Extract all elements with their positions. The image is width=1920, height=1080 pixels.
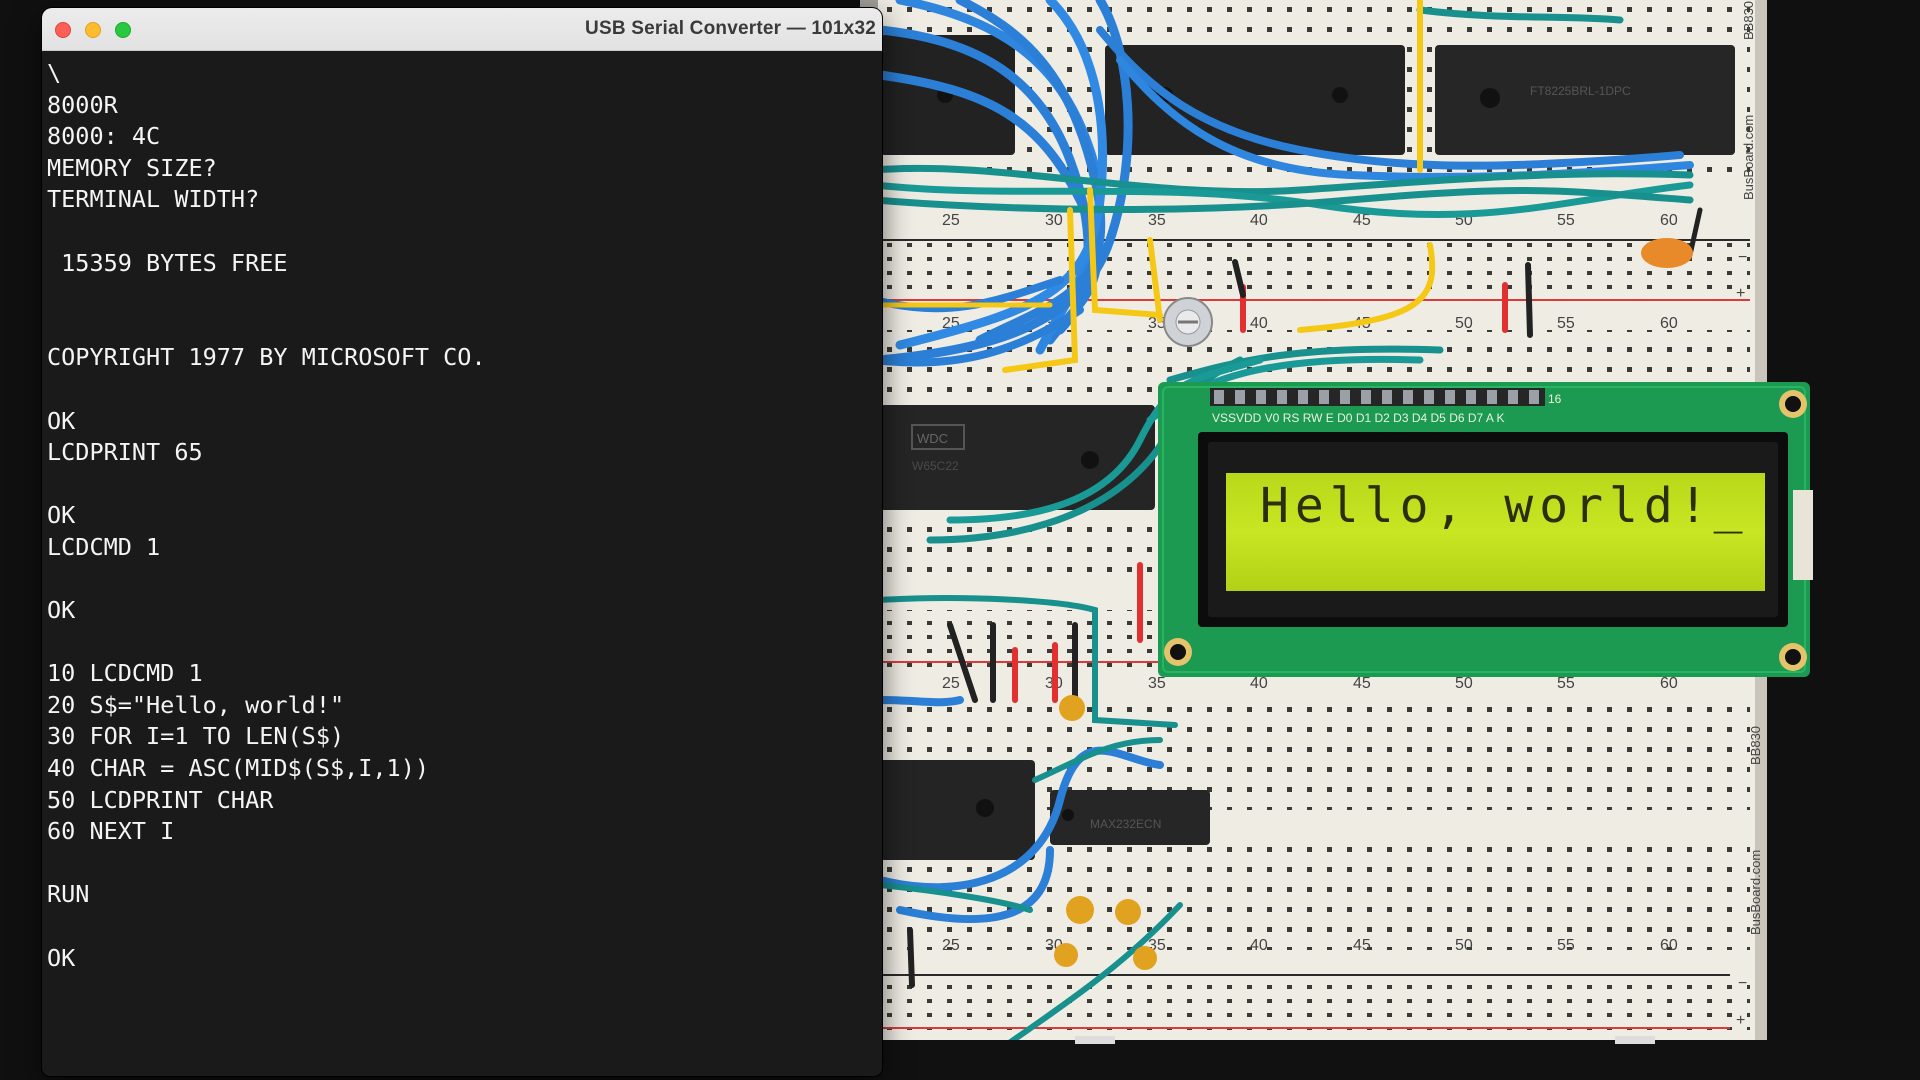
board-brand-bottom: BusBoard.com (1748, 850, 1763, 935)
svg-text:60: 60 (1660, 212, 1678, 229)
column-labels-row4: 25 30 35 40 45 50 55 60 (942, 937, 1678, 954)
capacitors (1054, 238, 1693, 970)
terminal-window[interactable]: USB Serial Converter — 101x32 \ 8000R 8000… (42, 8, 882, 1076)
column-labels-row3: 25 30 35 40 45 50 55 60 (942, 675, 1678, 692)
terminal-line: MEMORY SIZE? (47, 153, 217, 182)
terminal-line: OK (47, 943, 76, 972)
terminal-line (47, 216, 872, 248)
svg-text:40: 40 (1250, 315, 1268, 332)
svg-text:25: 25 (942, 937, 960, 954)
terminal-line (47, 311, 872, 343)
rail-plus-bottom: + (1736, 1012, 1745, 1029)
rail-plus-top: + (1736, 285, 1745, 302)
terminal-line: TERMINAL WIDTH? (47, 185, 260, 214)
svg-text:45: 45 (1353, 212, 1371, 229)
jumpers (907, 207, 1703, 988)
terminal-line: 15359 BYTES FREE (47, 248, 288, 277)
chip-label-via: W65C22 (912, 459, 959, 473)
svg-text:40: 40 (1250, 675, 1268, 692)
potentiometer (1163, 297, 1213, 347)
svg-text:45: 45 (1353, 675, 1371, 692)
terminal-line (47, 279, 872, 311)
wires-teal (871, 6, 1694, 1080)
rail-minus-bottom: − (1738, 975, 1747, 992)
board-brand-top: BusBoard.com (1741, 115, 1756, 200)
board-model-top: BB830 (1741, 1, 1756, 40)
terminal-line: 8000R (47, 90, 118, 119)
terminal-line (47, 469, 872, 501)
svg-text:50: 50 (1455, 675, 1473, 692)
lcd-pin-number: 16 (1548, 392, 1562, 406)
lcd-display-text: Hello, world!_ (1260, 478, 1749, 534)
svg-text:50: 50 (1455, 315, 1473, 332)
chip-label-ft: FT8225BRL-1DPC (1530, 84, 1631, 98)
terminal-line: OK (47, 406, 76, 435)
terminal-line: COPYRIGHT 1977 BY MICROSOFT CO. (47, 343, 486, 372)
rail-minus-top: − (1738, 249, 1747, 266)
svg-text:55: 55 (1557, 937, 1575, 954)
minimize-window-button[interactable] (85, 22, 101, 38)
terminal-line (47, 374, 872, 406)
terminal-line (47, 911, 872, 943)
terminal-line: 50 LCDPRINT CHAR (47, 785, 274, 814)
lcd-module: 16 VSSVDD V0 RS RW E D0 D1 D2 D3 D4 D5 D… (1158, 382, 1813, 677)
svg-text:55: 55 (1557, 212, 1575, 229)
lcd-screen (1226, 473, 1765, 591)
svg-text:35: 35 (1148, 212, 1166, 229)
terminal-line: 8000: 4C (47, 122, 161, 151)
terminal-line (47, 848, 872, 880)
terminal-line: 60 NEXT I (47, 817, 175, 846)
terminal-line (47, 627, 872, 659)
svg-text:55: 55 (1557, 675, 1575, 692)
window-titlebar[interactable]: USB Serial Converter — 101x32 (42, 8, 882, 51)
svg-text:40: 40 (1250, 212, 1268, 229)
svg-text:40: 40 (1250, 937, 1268, 954)
lower-chips: MAX232ECN (875, 760, 1210, 860)
lcd-pin-labels: VSSVDD V0 RS RW E D0 D1 D2 D3 D4 D5 D6 D… (1212, 411, 1505, 425)
svg-text:25: 25 (942, 212, 960, 229)
svg-text:25: 25 (942, 675, 960, 692)
svg-text:45: 45 (1353, 937, 1371, 954)
top-chips: FT8225BRL-1DPC (880, 35, 1735, 155)
terminal-line: 40 CHAR = ASC(MID$(S$,I,1)) (47, 754, 430, 783)
terminal-line: \ (47, 59, 62, 87)
board-model-mid: BB830 (1748, 726, 1763, 765)
terminal-line: LCDPRINT 65 (47, 438, 203, 467)
terminal-line: LCDCMD 1 (47, 532, 161, 561)
chip-label-max: MAX232ECN (1090, 817, 1161, 831)
svg-text:60: 60 (1660, 315, 1678, 332)
close-window-button[interactable] (55, 22, 71, 38)
terminal-line: 30 FOR I=1 TO LEN(S$) (47, 722, 345, 751)
terminal-line: RUN (47, 880, 90, 909)
svg-text:60: 60 (1660, 675, 1678, 692)
svg-text:55: 55 (1557, 315, 1575, 332)
svg-text:WDC: WDC (917, 431, 948, 446)
svg-text:50: 50 (1455, 937, 1473, 954)
svg-text:35: 35 (1148, 675, 1166, 692)
window-title: USB Serial Converter — 101x32 (585, 18, 876, 39)
maximize-window-button[interactable] (115, 22, 131, 38)
via-chip: WDC W65C22 (875, 405, 1155, 510)
svg-text:60: 60 (1660, 937, 1678, 954)
terminal-line: 10 LCDCMD 1 (47, 659, 203, 688)
wires-yellow (877, 0, 1436, 373)
svg-text:30: 30 (1045, 212, 1063, 229)
column-labels-row2: 25 30 35 40 45 50 55 60 (942, 315, 1678, 332)
terminal-line (47, 564, 872, 596)
terminal-line: 20 S$="Hello, world!" (47, 690, 345, 719)
terminal-line: OK (47, 596, 76, 625)
terminal-line: OK (47, 501, 76, 530)
